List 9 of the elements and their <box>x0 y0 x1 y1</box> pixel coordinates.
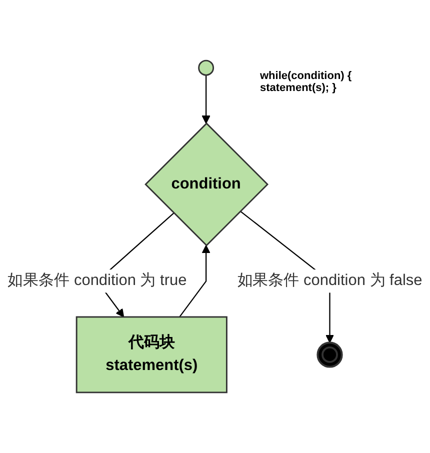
edge-label: 如果条件 condition 为 true <box>8 272 187 289</box>
code-note: while(condition) { statement(s); } <box>260 70 353 94</box>
node-circle <box>316 342 343 368</box>
node-diamond: condition <box>144 122 269 246</box>
edge-label: 如果条件 condition 为 false <box>237 272 422 289</box>
arrow <box>202 75 210 124</box>
node-box: 代码块 statement(s) <box>76 316 228 394</box>
node-circle <box>198 60 214 76</box>
arrow <box>179 244 210 318</box>
